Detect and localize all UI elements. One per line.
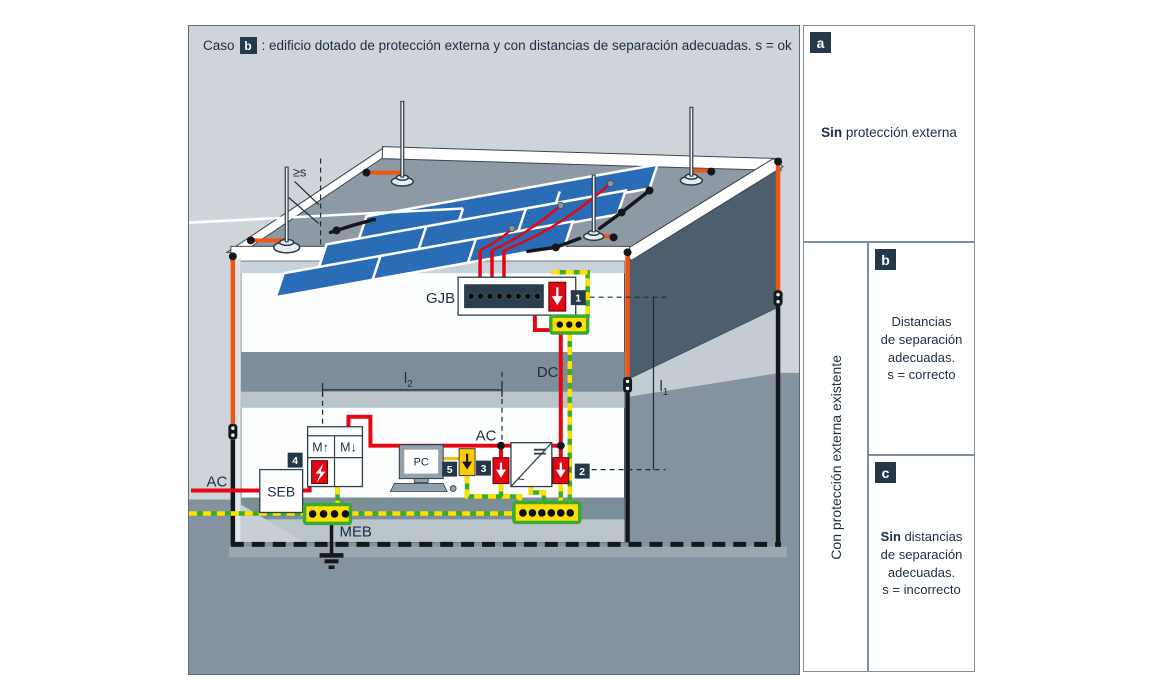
separation-label: ≥s [293,165,307,180]
separation-annotation: ≥s [288,158,322,247]
panel-b-badge: b [875,249,896,270]
spd-2: 2 [552,457,590,485]
gjb-bonding-bar [549,314,590,335]
external-protection-column: Con protección externa existente [803,242,868,672]
spd-4 [311,460,329,485]
svg-text:l1: l1 [659,378,668,398]
panel-c-badge: c [875,462,896,483]
right-bonding-bar [512,500,582,525]
svg-text:3: 3 [481,464,487,475]
meter-cabinet: M↑ M↓ 4 [287,426,364,488]
dimension-l2: l2 [321,370,503,444]
diagram-panel: Caso b : edificio dotado de protección e… [188,25,800,675]
case-panel-a: a Sin protección externa [803,25,975,242]
down-conductors [228,157,783,545]
seb-label: SEB [267,484,295,500]
mouse [449,485,457,492]
meter-out-label: M↓ [340,441,357,455]
panel-c-text: Sin distancias de separación adecuadas. … [880,529,963,598]
earth-symbol [319,553,344,570]
svg-text:4: 4 [292,456,298,467]
gjb-junction-box: 1 GJB [426,276,586,316]
meb-bar: MEB [302,502,372,570]
air-termination-rods [246,100,716,254]
gjb-label: GJB [426,290,455,307]
seb-box: SEB [259,468,304,514]
inverter-ac-symbol: ~ [517,472,525,487]
equipotential-bonding-network [189,270,590,516]
meter-in-label: M↑ [312,441,329,455]
dc-line [532,308,563,443]
panel-a-text: Sin protección externa [821,125,957,141]
case-panel-b: b Distancias de separación adecuadas. s … [868,242,975,455]
ac-supply-label: AC [207,474,228,491]
spd-5: 5 [442,448,476,477]
ac-label: AC [476,428,497,445]
dc-label: DC [537,364,559,381]
spd-3: 3 [476,457,510,485]
building-diagram: ≥s [189,26,799,674]
panel-b-text: Distancias de separación adecuadas. s = … [880,314,963,383]
parapet-back [381,146,782,172]
vertical-label: Con protección externa existente [827,354,844,560]
badge-3 [476,460,492,476]
svg-text:2: 2 [579,467,585,478]
pc-label: PC [414,457,429,469]
inverter: ~ [510,442,553,488]
soil-strip [228,546,788,558]
test-clamps [228,290,783,440]
badge-5 [442,461,458,477]
caption-prefix: Caso [203,38,235,53]
spd-1 [548,281,567,312]
svg-text:5: 5 [447,465,453,476]
mid-floor-slab [240,351,625,392]
gjb-terminal-strip [464,284,544,309]
ground [189,372,799,674]
case-panel-c: c Sin distancias de separación adecuadas… [868,455,975,672]
svg-text:1: 1 [575,294,581,305]
keyboard [389,483,448,492]
left-wall [232,258,241,543]
badge-4 [287,452,303,468]
meb-label: MEB [340,523,372,540]
caption-text: : edificio dotado de protección externa … [261,38,792,53]
badge-2 [574,463,590,479]
dimension-l1: l1 [589,296,669,471]
panel-a-badge: a [810,32,831,53]
caption: Caso b : edificio dotado de protección e… [203,37,792,54]
dc-string-cables [478,179,615,280]
caption-badge-b: b [239,37,257,54]
pc-workstation: PC [389,444,461,492]
rod-poles [284,100,694,243]
svg-text:l2: l2 [404,370,413,390]
roof-bonding-cables [328,186,654,254]
badge-1 [570,290,586,306]
